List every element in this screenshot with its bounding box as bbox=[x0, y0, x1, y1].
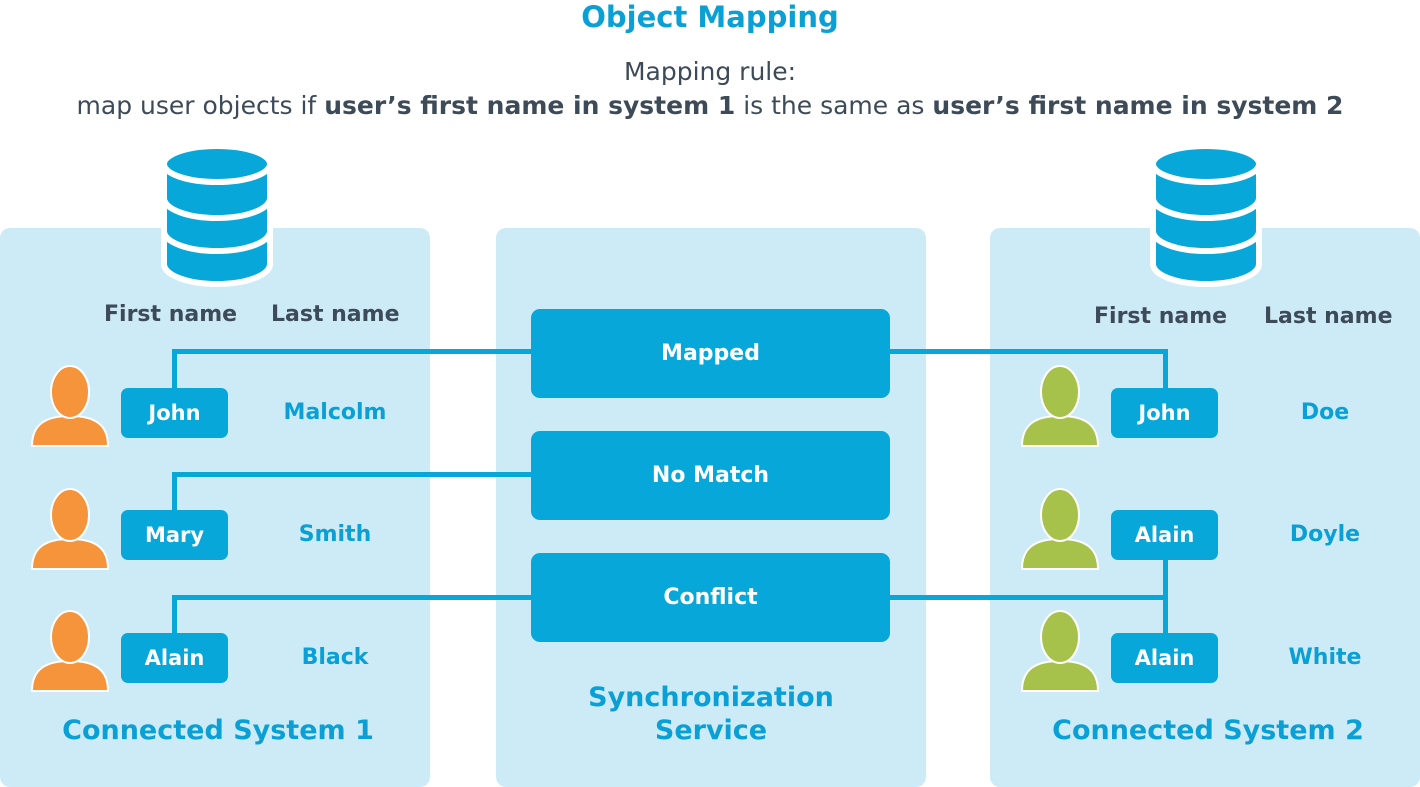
user-icon bbox=[30, 364, 110, 448]
system2-first-name: Alain bbox=[1111, 633, 1218, 683]
user-icon bbox=[30, 609, 110, 693]
system2-last-name: Doe bbox=[1300, 400, 1350, 425]
system1-first-name: Mary bbox=[121, 510, 228, 560]
mapping-rule-heading: Mapping rule: bbox=[623, 57, 797, 86]
system1-first-name-header: First name bbox=[104, 302, 238, 327]
mapping-rule-text: map user objects if user’s first name in… bbox=[0, 91, 1420, 120]
connector-conflict-left bbox=[172, 595, 532, 600]
system2-label: Connected System 2 bbox=[1052, 715, 1364, 746]
system2-first-name-header: First name bbox=[1094, 304, 1228, 329]
system2-first-name: Alain bbox=[1111, 510, 1218, 560]
system1-last-name-header: Last name bbox=[271, 302, 400, 327]
status-mapped: Mapped bbox=[531, 309, 890, 398]
system1-last-name: Black bbox=[301, 645, 369, 670]
user-icon bbox=[30, 487, 110, 571]
diagram-title: Object Mapping bbox=[581, 0, 839, 34]
connector-john-1-up bbox=[172, 349, 177, 389]
system2-first-name: John bbox=[1111, 388, 1218, 438]
system1-label: Connected System 1 bbox=[62, 715, 374, 746]
rule-bold-1: user’s first name in system 1 bbox=[324, 91, 736, 120]
database-icon bbox=[156, 142, 278, 288]
service-label-line2: Service bbox=[654, 715, 768, 746]
user-icon bbox=[1020, 364, 1100, 448]
rule-middle: is the same as bbox=[735, 91, 933, 120]
rule-prefix: map user objects if bbox=[76, 91, 325, 120]
connector-mary-up bbox=[172, 472, 177, 512]
connector-alain-2-vertical bbox=[1163, 558, 1168, 635]
system2-last-name-header: Last name bbox=[1264, 304, 1393, 329]
connector-john-2-up bbox=[1163, 349, 1168, 389]
system2-last-name: White bbox=[1288, 645, 1362, 670]
connector-conflict-right bbox=[889, 595, 1168, 600]
system1-last-name: Malcolm bbox=[283, 400, 387, 425]
connector-nomatch-left bbox=[172, 472, 532, 477]
service-label: Synchronization Service bbox=[496, 681, 926, 747]
system1-last-name: Smith bbox=[298, 522, 372, 547]
connector-mapped-left bbox=[172, 349, 532, 354]
system1-first-name: Alain bbox=[121, 633, 228, 683]
database-icon bbox=[1145, 142, 1267, 288]
status-conflict: Conflict bbox=[531, 553, 890, 642]
rule-bold-2: user’s first name in system 2 bbox=[932, 91, 1344, 120]
system1-first-name: John bbox=[121, 388, 228, 438]
user-icon bbox=[1020, 609, 1100, 693]
connector-alain-1-up bbox=[172, 595, 177, 635]
user-icon bbox=[1020, 487, 1100, 571]
system2-last-name: Doyle bbox=[1289, 522, 1361, 547]
connector-mapped-right bbox=[889, 349, 1168, 354]
service-label-line1: Synchronization bbox=[588, 682, 834, 713]
status-no-match: No Match bbox=[531, 431, 890, 520]
